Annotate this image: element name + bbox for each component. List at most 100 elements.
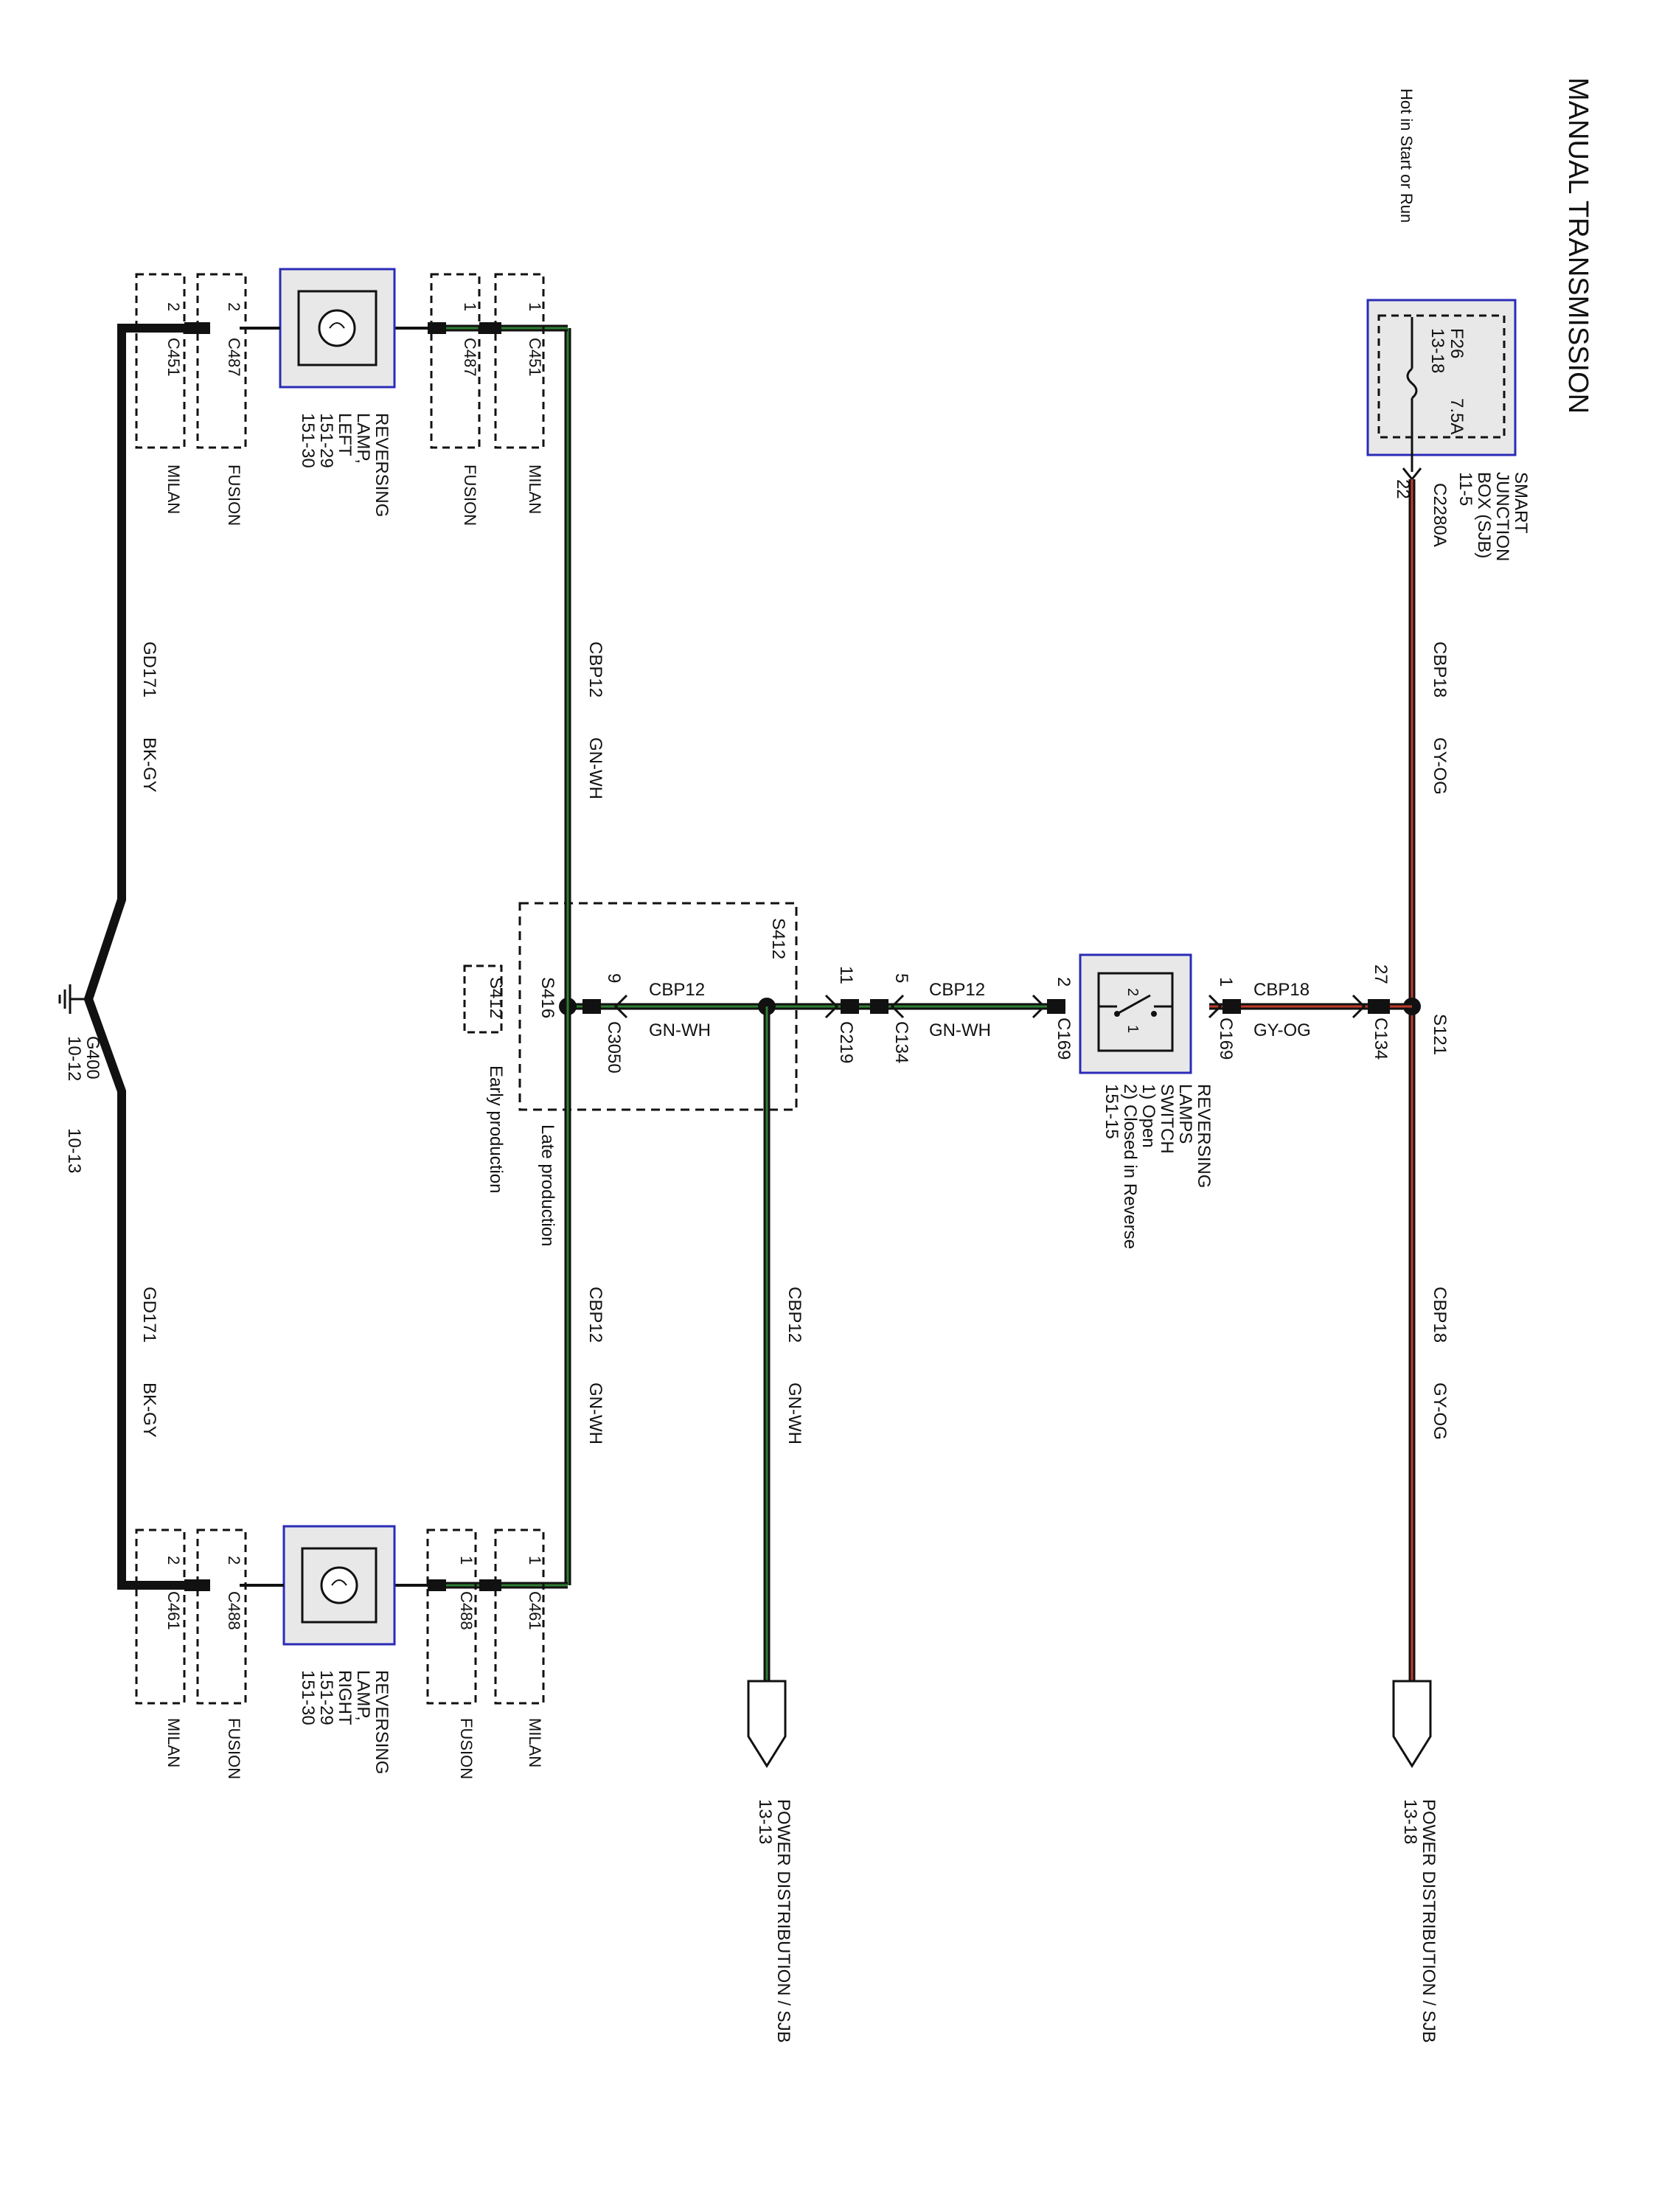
switch-text-3: SWITCH	[1157, 1084, 1177, 1154]
fuse-icon	[1406, 367, 1418, 400]
wire-label-gyog-top: GY-OG	[1430, 737, 1450, 795]
lamp-left-text-5: 151-30	[298, 413, 318, 468]
fuse-ref: 13-18	[1427, 328, 1447, 373]
switch-text-6: 151-15	[1102, 1084, 1121, 1139]
c169-pin2-pin: 2	[1054, 977, 1074, 987]
lamp-left-text-4: 151-29	[316, 413, 336, 468]
wire-gn-wh-lamps	[428, 324, 571, 1589]
c461-right-vehicle2: MILAN	[164, 1718, 183, 1767]
connector-c219: 11 C219	[824, 966, 859, 1063]
c451-left-vehicle: MILAN	[526, 465, 544, 514]
connector-c169-pin1: 1 C169	[1208, 977, 1241, 1060]
c134-mid-name: C134	[891, 1021, 911, 1063]
c134-top-pin: 27	[1371, 964, 1391, 984]
power-distribution-connector-left: POWER DISTRIBUTION / SJB 13-13	[747, 1680, 793, 2043]
c487-left-pin1: 1	[461, 302, 479, 311]
wire-label-gnwh-e: GN-WH	[585, 1382, 605, 1444]
lamp-left-text-2: LAMP,	[353, 413, 373, 464]
c219-name: C219	[836, 1021, 856, 1063]
wire-label-gyog-branch: GY-OG	[1253, 1020, 1311, 1040]
early-production-label: Early production	[486, 1065, 506, 1193]
reversing-lamp-right	[282, 1525, 396, 1646]
splice-group-box	[518, 902, 798, 1111]
wire-label-gnwh-c: GN-WH	[785, 1382, 804, 1444]
c461-right-name: C461	[526, 1591, 544, 1630]
c488-right-vehicle2: FUSION	[225, 1718, 243, 1779]
sjb-name-2: JUNCTION	[1492, 472, 1512, 561]
s416-label: S416	[538, 977, 557, 1018]
late-production-label: Late production	[538, 1124, 557, 1246]
power-dist-left-label: POWER DISTRIBUTION / SJB	[773, 1799, 793, 2043]
lamp-left-text-3: LEFT	[335, 413, 355, 456]
s412-early-label: S412	[486, 977, 506, 1018]
wire-label-cbp18-top: CBP18	[1430, 641, 1450, 698]
connector-c3050: 9 C3050	[582, 973, 628, 1074]
fuse-id: F26	[1447, 328, 1467, 358]
early-production-box	[463, 964, 503, 1034]
c451-left-pin2: 2	[164, 302, 183, 311]
sjb-connector: C2280A	[1430, 483, 1450, 547]
switch-pin2: 2	[1124, 988, 1141, 996]
wire-label-cbp12-a: CBP12	[929, 980, 985, 1000]
c487-left-vehicle2: FUSION	[225, 465, 243, 526]
wire-label-gyog-bottom: GY-OG	[1430, 1382, 1450, 1440]
c488-right-pin2: 2	[225, 1556, 243, 1565]
subtitle: Hot in Start or Run	[1397, 88, 1416, 223]
c461-right-vehicle: MILAN	[526, 1718, 544, 1767]
switch-pin1: 1	[1124, 1025, 1141, 1033]
c488-right-pin1: 1	[457, 1556, 476, 1565]
lamp-left-bulb-icon	[318, 309, 356, 347]
c488-right-name1: C488	[457, 1591, 476, 1630]
wire-label-cbp12-e: CBP12	[585, 1287, 605, 1343]
c488-right-vehicle1: FUSION	[457, 1718, 476, 1779]
ground-name: G400	[83, 1036, 102, 1079]
sjb-name-4: 11-5	[1455, 472, 1475, 506]
c169-pin1-name: C169	[1216, 1018, 1236, 1060]
c134-top-name: C134	[1371, 1018, 1391, 1060]
connector-column-right	[135, 1528, 545, 1705]
wire-label-gd171-top: GD171	[139, 641, 159, 698]
switch-text-5: 2) Closed in Reverse	[1120, 1084, 1140, 1249]
c488-right-name2: C488	[225, 1591, 243, 1630]
lamp-right-text-3: RIGHT	[335, 1670, 355, 1725]
page-title: MANUAL TRANSMISSION	[1562, 77, 1593, 414]
reversing-lamp-left	[279, 268, 396, 389]
lamp-right-text-5: 151-30	[298, 1670, 318, 1725]
connector-c134-mid: 5 C134	[870, 973, 911, 1063]
power-dist-left-ref: 13-13	[755, 1799, 775, 1844]
wire-label-cbp12-d: CBP12	[585, 641, 605, 698]
c219-pin: 11	[836, 966, 856, 984]
sjb-name-3: BOX (SJB)	[1474, 472, 1494, 558]
ground-ref-2: 10-13	[64, 1128, 84, 1173]
s412-label: S412	[768, 918, 788, 959]
c451-left-pin: 1	[526, 302, 544, 311]
wire-label-bkgy-top: BK-GY	[139, 737, 159, 793]
c487-left-name1: C487	[461, 338, 479, 377]
switch-text-1: REVERSING	[1194, 1084, 1214, 1188]
c134-mid-pin: 5	[891, 973, 911, 983]
switch-contact-icon	[1116, 994, 1151, 1015]
c451-left-vehicle2: MILAN	[164, 465, 183, 514]
connector-column-left	[135, 273, 545, 449]
connector-c169-pin2: 2 C169	[1032, 977, 1074, 1060]
wire-label-cbp12-b: CBP12	[649, 980, 705, 1000]
switch-text-2: LAMPS	[1175, 1084, 1195, 1144]
connector-c134-top: 27 C134	[1352, 964, 1391, 1060]
reversing-lamps-switch: 2 1	[1079, 953, 1192, 1074]
lamp-right-bulb-icon	[320, 1566, 358, 1604]
c169-pin2-name: C169	[1054, 1018, 1074, 1060]
power-dist-right-label: POWER DISTRIBUTION / SJB	[1419, 1799, 1439, 2043]
lamp-right-text-2: LAMP,	[353, 1670, 373, 1721]
c451-left-name2: C451	[164, 338, 183, 377]
switch-text-4: 1) Open	[1138, 1084, 1158, 1148]
lamp-right-text-4: 151-29	[316, 1670, 336, 1725]
sjb-name-1: SMART	[1511, 472, 1531, 534]
c3050-pin: 9	[604, 973, 624, 983]
fuse-rating: 7.5A	[1447, 398, 1467, 434]
wire-label-gnwh-a: GN-WH	[929, 1020, 991, 1040]
power-dist-right-ref: 13-18	[1400, 1799, 1420, 1844]
c451-left-name: C451	[526, 338, 544, 377]
wire-label-gnwh-b: GN-WH	[649, 1020, 711, 1040]
c487-left-name2: C487	[225, 338, 243, 377]
wire-label-cbp18-bottom: CBP18	[1430, 1287, 1450, 1343]
